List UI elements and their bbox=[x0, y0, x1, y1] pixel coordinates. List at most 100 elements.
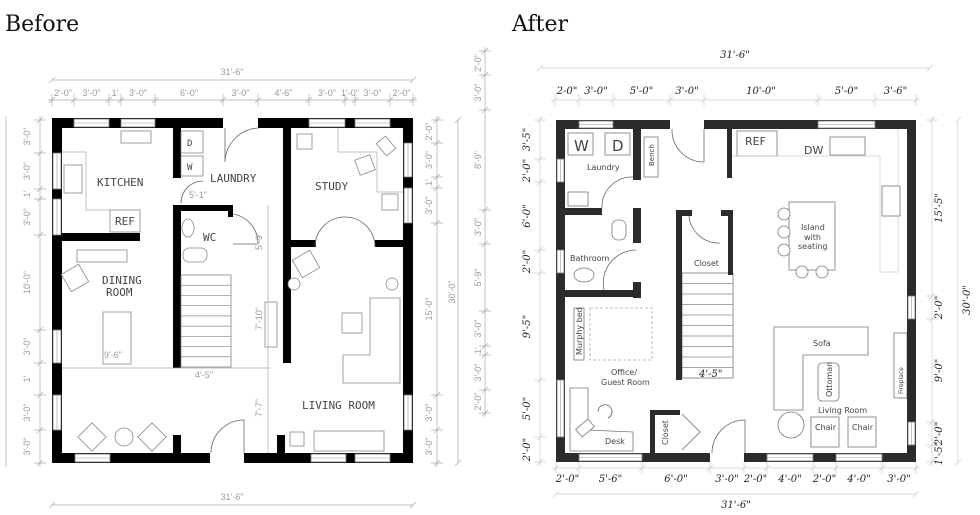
laundry-label: Laundry bbox=[587, 163, 620, 172]
dimension-label: 15'-0" bbox=[424, 298, 434, 321]
dimension-label: 1'-5" bbox=[934, 442, 945, 465]
wall bbox=[173, 205, 233, 211]
dryer bbox=[604, 132, 631, 156]
dimension-label: 3'-0" bbox=[473, 364, 483, 382]
after-fixtures bbox=[567, 128, 908, 454]
dimension-label: 1' bbox=[22, 375, 32, 382]
dimension-label: 3'-5" bbox=[522, 128, 533, 151]
room-label-wc: WC bbox=[203, 231, 216, 244]
dimension-label: 2'-0" bbox=[934, 296, 945, 320]
office-chair bbox=[597, 404, 613, 419]
dimension-label: 3'-6" bbox=[884, 86, 907, 97]
refrigerator bbox=[736, 130, 778, 157]
dimension-label: 2-0" bbox=[556, 86, 578, 97]
dimension-label: 6'-0" bbox=[180, 88, 198, 98]
sectional-sofa bbox=[773, 326, 869, 411]
wall bbox=[633, 208, 641, 243]
chair-label-1: Chair bbox=[815, 423, 837, 432]
dim-wc: 5'-9" bbox=[254, 232, 264, 250]
fireplace bbox=[264, 301, 278, 348]
toilet bbox=[611, 219, 627, 241]
dimension-tick bbox=[912, 490, 920, 498]
chair bbox=[810, 416, 840, 448]
wall bbox=[173, 205, 181, 368]
wall bbox=[228, 205, 233, 217]
dining-table bbox=[102, 311, 132, 365]
dimension-tick bbox=[954, 458, 962, 466]
dimension-label: 2'-0" bbox=[522, 250, 533, 274]
overall-dimension-label: 31'-6" bbox=[221, 67, 244, 77]
stairs bbox=[180, 274, 232, 368]
chair bbox=[289, 431, 305, 447]
dimension-label: 2'-0" bbox=[555, 474, 579, 485]
dimension-label: 3'-0" bbox=[22, 128, 32, 146]
dimension-label: 4'-0" bbox=[777, 474, 801, 485]
dimension-label: 3'-0" bbox=[232, 88, 250, 98]
wall bbox=[173, 128, 181, 178]
laundry-sink bbox=[567, 191, 589, 207]
dimension-label: 1' bbox=[473, 347, 483, 354]
dimension-tick bbox=[409, 76, 417, 84]
dimension-label: 2'-0" bbox=[424, 123, 434, 141]
front-door-swing bbox=[224, 127, 260, 163]
dimension-tick bbox=[48, 76, 56, 84]
dimension-label: 3'-0" bbox=[22, 162, 32, 180]
back-door-swing bbox=[210, 419, 245, 454]
ref-label: REF bbox=[745, 135, 766, 148]
dimension-label: 2'-0" bbox=[934, 422, 945, 446]
desk-label: Desk bbox=[605, 437, 625, 446]
after-walls bbox=[556, 120, 916, 462]
cooktop bbox=[881, 185, 901, 217]
chair bbox=[381, 193, 399, 211]
side-table bbox=[114, 427, 134, 447]
lamp bbox=[287, 277, 301, 291]
dimension-label: 3'-0" bbox=[424, 197, 434, 215]
dim-laundry: 5'-1" bbox=[189, 190, 207, 200]
dimension-tick bbox=[954, 116, 962, 124]
wall bbox=[565, 208, 602, 215]
murphy-bed-footprint bbox=[589, 307, 653, 361]
overall-dimension-label: 31'-6" bbox=[221, 492, 244, 502]
office-label-2: Guest Room bbox=[601, 378, 650, 387]
room-label-dining: DINING bbox=[102, 274, 142, 287]
stool bbox=[815, 265, 829, 279]
stool bbox=[795, 265, 809, 279]
study-desk bbox=[337, 128, 403, 193]
dimension-label: 5'-0" bbox=[522, 397, 533, 420]
side-table bbox=[777, 411, 805, 439]
after-title: After bbox=[511, 12, 569, 37]
living-room-label: Living Room bbox=[818, 406, 867, 415]
washer bbox=[180, 155, 204, 177]
desk-chair bbox=[575, 418, 595, 438]
island-label-2: with bbox=[804, 233, 821, 242]
sectional-sofa bbox=[342, 297, 401, 384]
dimension-label: 3'-0" bbox=[129, 88, 147, 98]
laundry-door-swing bbox=[601, 176, 634, 209]
washer bbox=[567, 132, 594, 156]
room-label-laundry: LAUNDRY bbox=[210, 172, 257, 185]
wall bbox=[650, 410, 655, 453]
back-door-opening bbox=[710, 453, 744, 462]
office-label-1: Office/ bbox=[611, 368, 637, 377]
armchair bbox=[60, 263, 90, 293]
wall bbox=[277, 435, 285, 453]
bathroom-sink bbox=[573, 267, 595, 283]
kitchen-sink bbox=[829, 136, 866, 156]
desk-chair bbox=[354, 154, 376, 176]
back-door-swing bbox=[711, 419, 746, 454]
closet-bifold-door bbox=[681, 413, 701, 451]
wc-door-swing bbox=[232, 213, 259, 245]
stool bbox=[777, 225, 791, 239]
sideboard bbox=[76, 249, 128, 263]
bench bbox=[643, 136, 659, 178]
dimension-label: 3'-0" bbox=[473, 218, 483, 236]
refrigerator bbox=[109, 209, 141, 233]
dimension-label: 1' bbox=[424, 179, 434, 186]
back-door-opening bbox=[210, 453, 244, 463]
overall-dimension-label: 30'-0" bbox=[447, 281, 457, 304]
washer-label: W bbox=[574, 137, 589, 155]
ottoman-label: Ottoman bbox=[825, 362, 834, 397]
wall bbox=[62, 233, 140, 241]
coffee-table bbox=[341, 312, 363, 334]
